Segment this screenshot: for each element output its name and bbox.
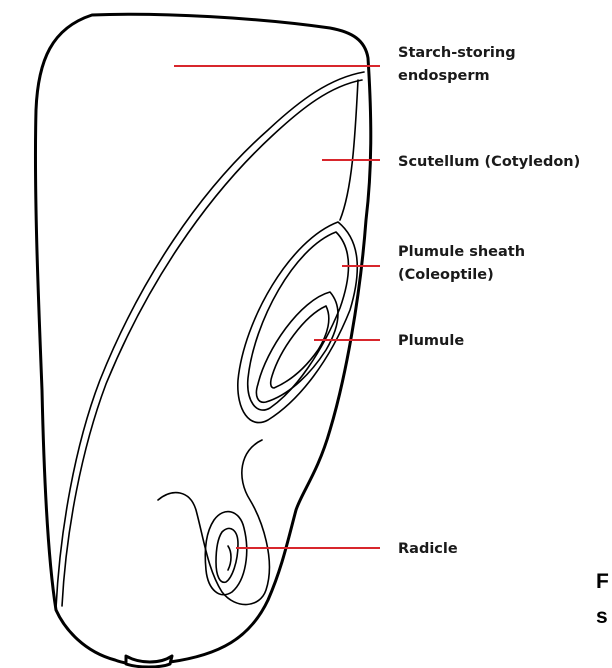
label-plumule-sheath-line2: (Coleoptile)	[398, 267, 494, 283]
caption-fragment-line1: F	[596, 570, 609, 593]
label-plumule: Plumule	[398, 333, 464, 349]
label-plumule-sheath-line1: Plumule sheath	[398, 244, 525, 260]
label-endosperm-line2: endosperm	[398, 68, 490, 84]
label-scutellum: Scutellum (Cotyledon)	[398, 154, 580, 170]
label-radicle: Radicle	[398, 541, 458, 557]
caption-fragment-line2: s	[596, 605, 608, 628]
label-endosperm-line1: Starch-storing	[398, 45, 516, 61]
